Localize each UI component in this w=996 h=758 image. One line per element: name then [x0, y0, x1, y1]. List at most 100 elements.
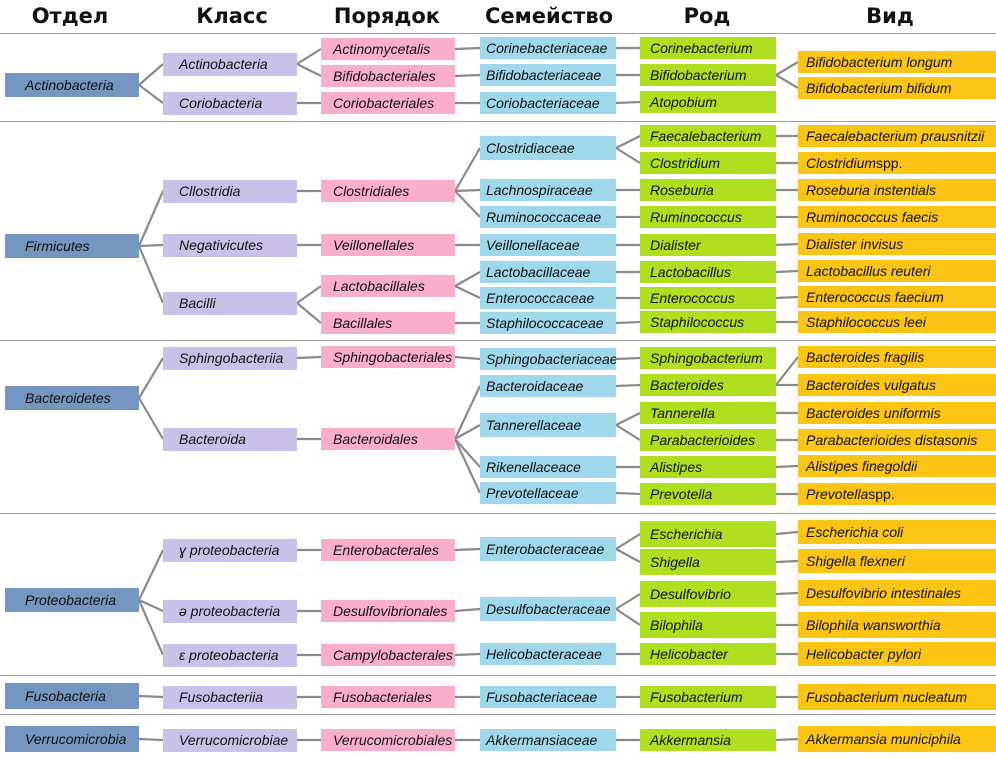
taxon-c-cor: Coriobacteria [163, 91, 297, 115]
taxon-label: Corinebacteriaceae [486, 40, 608, 56]
taxon-label: ɣ proteobacteria [179, 542, 280, 558]
taxon-label: Clostridium [806, 155, 877, 171]
taxon-label: Akkermansiaceae [486, 732, 598, 748]
taxon-label: Fusobacterium nucleatum [806, 689, 968, 705]
header-family: Семейство [484, 4, 614, 28]
taxon-label: Faecalebacterium prausnitzii [806, 128, 985, 144]
connector-line [454, 607, 481, 613]
taxon-o-des: Desulfovibrionales [321, 600, 455, 622]
taxon-g-sph: Sphingobacterium [640, 347, 776, 369]
taxon-label: Clostridium [650, 155, 721, 171]
connector-line [775, 74, 799, 89]
taxon-label: ә proteobacteria [179, 603, 281, 619]
taxon-label: Staphilococcaceae [486, 315, 604, 331]
header-species: Вид [866, 4, 914, 28]
taxon-label: Bifidobacterium [650, 67, 747, 83]
taxon-label: Helicobacteraceae [486, 646, 602, 662]
taxon-s-dint: Desulfovibrio intestinales [798, 580, 996, 606]
taxon-label: Bifidobacterium bifidum [806, 80, 952, 96]
connector-line [775, 530, 799, 536]
taxon-p-ver: Verrucomicrobia [5, 726, 139, 752]
connector-line [454, 424, 481, 440]
taxon-o-lac: Lactobacillales [321, 275, 455, 297]
taxon-g-lac: Lactobacillus [640, 261, 776, 283]
header-order: Порядок [333, 4, 441, 28]
section-divider [0, 340, 996, 341]
taxon-label: Actinobacteria [179, 56, 268, 72]
taxon-s-bw: Bilophila wansworthia [798, 612, 996, 638]
taxon-g-shi: Shigella [640, 549, 776, 575]
taxon-label: Lactobacillus [650, 264, 731, 280]
taxon-label: Proteobacteria [25, 592, 117, 608]
taxon-f-vei: Veillonellaceae [480, 234, 616, 256]
taxon-p-bac: Bacteroidetes [5, 386, 139, 410]
connector-line [296, 48, 322, 65]
taxon-label: Sphingobacteriia [179, 350, 284, 366]
taxon-label: Desulfovibrio intestinales [806, 585, 961, 601]
taxon-s-ri: Roseburia instentials [798, 179, 996, 201]
taxon-s-bv: Bacteroides vulgatus [798, 374, 996, 396]
taxon-c-ver: Verrucomicrobiae [163, 728, 297, 752]
taxon-f-sta: Staphilococcaceae [480, 312, 616, 334]
taxon-suffix: spp. [876, 155, 903, 171]
taxon-f-bcd: Bacteroidaceae [480, 375, 616, 397]
taxon-g-rum: Ruminococcus [640, 206, 776, 228]
taxon-label: Ruminococcaceae [486, 209, 602, 225]
taxon-label: Desulfovibrio [650, 586, 731, 602]
taxon-g-par: Parabacterioides [640, 429, 776, 451]
connector-line [454, 547, 481, 552]
connector-line [138, 737, 164, 742]
taxon-label: Akkermansia [650, 732, 731, 748]
taxon-c-fus: Fusobacteriia [163, 685, 297, 709]
connector-line [138, 694, 164, 699]
taxon-c-clo: Cllostridia [163, 179, 297, 203]
taxon-label: Desulfobacteraceae [486, 601, 611, 617]
taxon-c-bcd: Bacteroida [163, 427, 297, 451]
taxon-label: Bifidobacterium longum [806, 54, 953, 70]
taxon-label: Firmicutes [25, 238, 90, 254]
taxon-f-cory: Corinebacteriaceae [480, 37, 616, 59]
taxon-label: Faecalebacterium [650, 128, 762, 144]
taxon-o-clo: Clostridiales [321, 180, 455, 202]
taxon-label: Bilophila [650, 617, 703, 633]
taxon-p-pro: Proteobacteria [5, 588, 139, 612]
taxon-f-clo: Clostridiaceae [480, 136, 616, 160]
connector-line [138, 599, 164, 612]
connector-line [138, 549, 164, 601]
connector-line [615, 320, 641, 325]
taxon-label: Coriobacteriales [333, 95, 435, 111]
taxon-label: Enterococcus [650, 290, 735, 306]
taxon-c-bci: Bacilli [163, 291, 297, 315]
taxon-label: Bacteroida [179, 431, 246, 447]
section-divider [0, 675, 996, 676]
taxon-label: Tannerellaceae [486, 417, 582, 433]
taxon-s-lr: Lactobacillus reuteri [798, 260, 996, 282]
taxon-label: Enterobacteraceae [486, 541, 605, 557]
taxon-label: Coriobacteria [179, 95, 263, 111]
taxon-c-eps: ɛ proteobacteria [163, 643, 297, 667]
connector-line [615, 608, 641, 626]
taxon-label: Parabacterioides [650, 432, 756, 448]
connector-line [137, 190, 165, 247]
taxon-g-hel: Helicobacter [640, 643, 776, 665]
connector-line [454, 385, 481, 440]
taxon-label: Bacillales [333, 315, 393, 331]
taxon-label: Parabacterioides distasonis [806, 432, 978, 448]
taxon-label: Prevotellaceae [486, 485, 579, 501]
taxon-s-am: Akkermansia municiphila [798, 726, 996, 752]
header-phylum: Отдел [31, 4, 109, 28]
connector-line [775, 242, 799, 247]
connector-line [296, 355, 322, 360]
taxon-label: Verrucomicrobiae [179, 732, 289, 748]
connector-line [615, 548, 641, 563]
header-class: Класс [196, 4, 268, 28]
taxon-s-bu: Bacteroides uniformis [798, 402, 996, 424]
taxon-s-cs: Clostridium spp. [798, 152, 996, 174]
taxon-g-ali: Alistipes [640, 456, 776, 478]
connector-line [454, 438, 481, 468]
taxon-label: Tannerella [650, 405, 715, 421]
taxon-g-bac: Bacteroides [640, 374, 776, 396]
connector-line [615, 491, 641, 496]
